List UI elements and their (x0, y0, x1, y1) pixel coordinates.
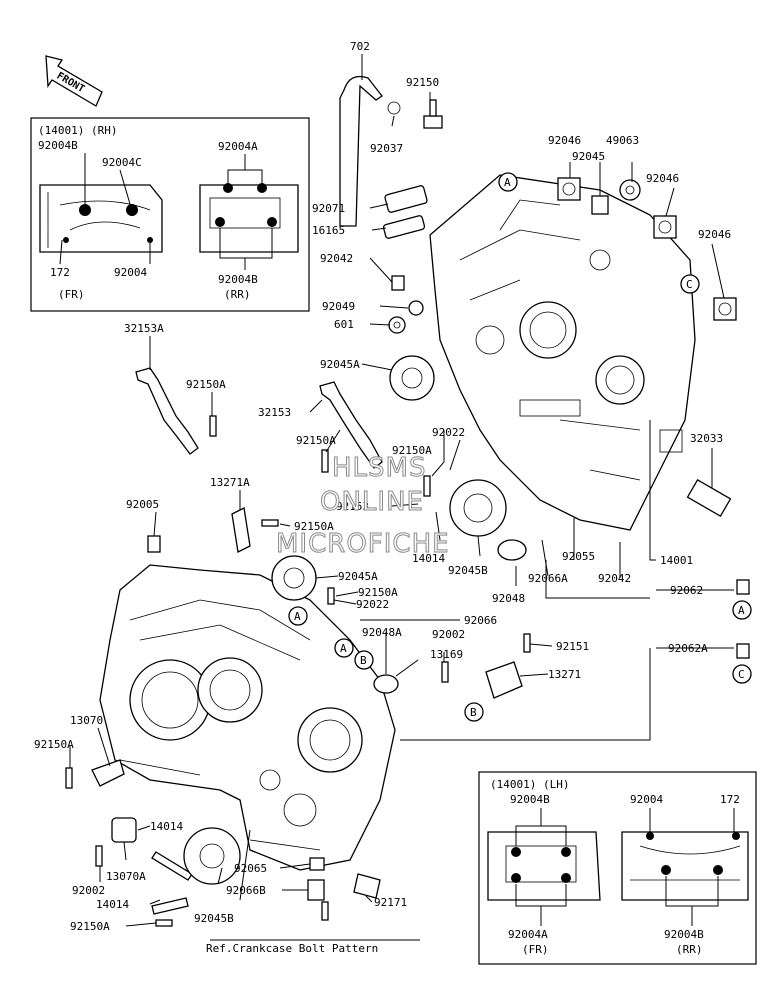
part-number: 92150A (294, 520, 334, 533)
part-number: 92045A (320, 358, 360, 371)
part-number: 92153 (336, 500, 369, 513)
part-number: 92046 (548, 134, 581, 147)
part-number: 92045A (338, 570, 378, 583)
part-number: 14014 (150, 820, 183, 833)
front-arrow-icon: FRONT (45, 55, 103, 107)
part-number: 92046 (698, 228, 731, 241)
part-number: 601 (334, 318, 354, 331)
part-number: 13070A (106, 870, 146, 883)
part-number: 13169 (430, 648, 463, 661)
part-number: 92002 (72, 884, 105, 897)
part-number: 92150A (34, 738, 74, 751)
part-number: 32033 (690, 432, 723, 445)
inset-rh-fr: (FR) (58, 288, 85, 301)
inset-rh-label: 92004B (38, 139, 78, 152)
part-number: 92066 (464, 614, 497, 627)
inset-rh-label: 92004B (218, 273, 258, 286)
part-number: 92005 (126, 498, 159, 511)
part-number: 92037 (370, 142, 403, 155)
part-number: 92042 (598, 572, 631, 585)
part-number: 92048A (362, 626, 402, 639)
callout-label: B (470, 706, 477, 719)
part-number: 14001 (660, 554, 693, 567)
part-number: 13271A (210, 476, 250, 489)
callout-label: A (340, 642, 347, 655)
part-number: 92062A (668, 642, 708, 655)
small-parts (65, 75, 750, 927)
part-number: 32153 (258, 406, 291, 419)
inset-lh-label: 92004B (664, 928, 704, 941)
inset-lh-fr: (FR) (522, 943, 549, 956)
crankcase-upper (429, 174, 696, 531)
inset-rh-rr: (RR) (224, 288, 251, 301)
inset-rh-label: 92004A (218, 140, 258, 153)
callout-label: C (738, 668, 745, 681)
part-labels: 702 92150 92037 92046 49063 92045 92046 … (34, 40, 731, 955)
part-number: 92045 (572, 150, 605, 163)
part-number: 92022 (432, 426, 465, 439)
part-number: 92022 (356, 598, 389, 611)
inset-lh-title: (14001) (LH) (490, 778, 569, 791)
part-number: 49063 (606, 134, 639, 147)
callout-label: B (360, 654, 367, 667)
inset-rh: (14001) (RH) 92004B 92004C 92004A 172 92… (30, 117, 310, 312)
inset-rh-label: 92004C (102, 156, 142, 169)
inset-rh-label: 172 (50, 266, 70, 279)
part-number: 92150A (296, 434, 336, 447)
callout-label: A (294, 610, 301, 623)
part-number: 32153A (124, 322, 164, 335)
part-number: 92055 (562, 550, 595, 563)
part-number: 16165 (312, 224, 345, 237)
watermark-line: ONLINE (320, 487, 424, 517)
part-number: 92150A (186, 378, 226, 391)
inset-rh-title: (14001) (RH) (38, 124, 117, 137)
inset-lh: (14001) (LH) 92004B 92004 172 92004A 920… (478, 771, 757, 965)
part-number: 13271 (548, 668, 581, 681)
inset-lh-rr: (RR) (676, 943, 703, 956)
part-number: 92071 (312, 202, 345, 215)
part-number: 13070 (70, 714, 103, 727)
part-number: 92150 (406, 76, 439, 89)
inset-lh-label: 92004 (630, 793, 663, 806)
callout-label: A (738, 604, 745, 617)
part-number: 92171 (374, 896, 407, 909)
inset-lh-label: 92004B (510, 793, 550, 806)
part-number: 14014 (412, 552, 445, 565)
callout-label: C (686, 278, 693, 291)
watermark-line: MICROFICHE (276, 529, 450, 559)
part-number: 702 (350, 40, 370, 53)
watermark: HLSMS ONLINE MICROFICHE (276, 453, 450, 560)
watermark-line: HLSMS (332, 453, 426, 483)
part-number: 92150A (358, 586, 398, 599)
inset-lh-label: 172 (720, 793, 740, 806)
callout-label: A (504, 176, 511, 189)
part-number: 92045B (448, 564, 488, 577)
callouts: A C A C A A B B (288, 172, 752, 722)
part-number: 92045B (194, 912, 234, 925)
part-number: 92048 (492, 592, 525, 605)
part-number: 92065 (234, 862, 267, 875)
part-number: 92151 (556, 640, 589, 653)
part-number: 92066A (528, 572, 568, 585)
part-number: 92046 (646, 172, 679, 185)
part-number: 92062 (670, 584, 703, 597)
crankcase-lower (99, 564, 396, 871)
leader-lines (69, 54, 734, 941)
part-number: 92150A (70, 920, 110, 933)
footer-note: Ref.Crankcase Bolt Pattern (206, 942, 378, 955)
part-number: 92150A (392, 444, 432, 457)
part-number: 92042 (320, 252, 353, 265)
inset-rh-label: 92004 (114, 266, 147, 279)
part-number: 92049 (322, 300, 355, 313)
part-number: 92002 (432, 628, 465, 641)
inset-lh-label: 92004A (508, 928, 548, 941)
part-number: 92066B (226, 884, 266, 897)
part-number: 14014 (96, 898, 129, 911)
